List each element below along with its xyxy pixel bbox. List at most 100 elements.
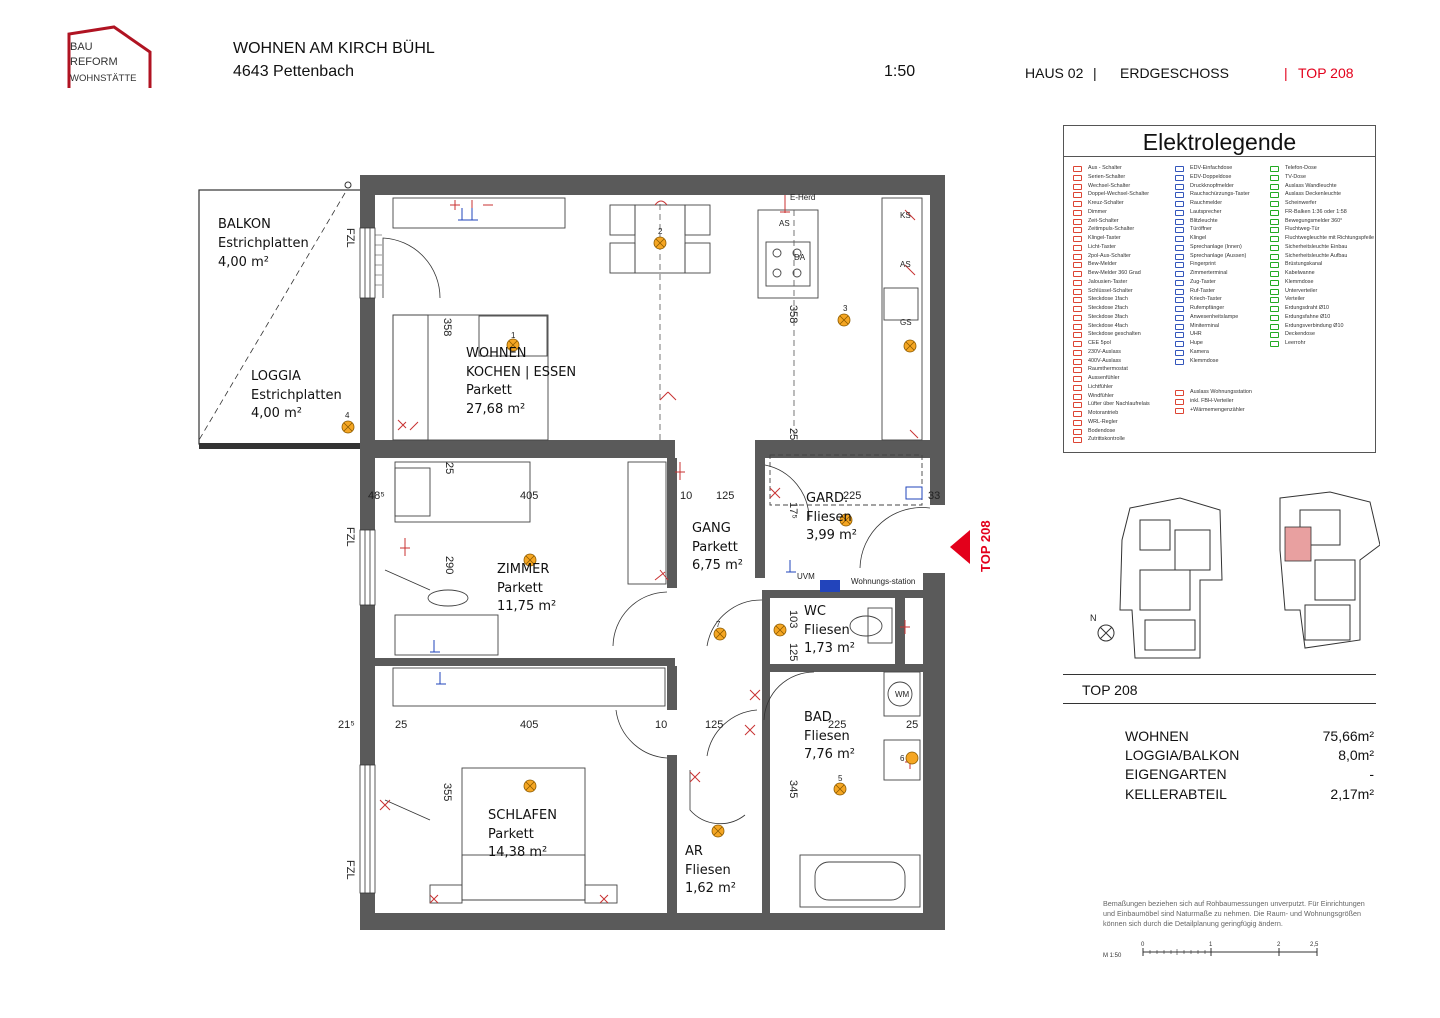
legend-item: Erdungsdraht Ø10 — [1267, 304, 1374, 313]
legend-item: Rauchschürzungs-Taster — [1172, 190, 1250, 199]
loggia-area: 4,00 m² — [251, 406, 302, 421]
legend-item: Klemmdose — [1172, 357, 1250, 366]
legend-item: Jalousien-Taster — [1070, 278, 1150, 287]
balkon-floor: Estrichplatten — [218, 236, 309, 251]
company-logo: BAU REFORM WOHNSTÄTTE — [67, 25, 152, 88]
legend-item: Steckdose 1fach — [1070, 295, 1150, 304]
legend-item: +Wärmemengenzähler — [1172, 406, 1252, 415]
wc-floor: Fliesen — [804, 623, 850, 638]
dim: 358 — [441, 318, 453, 336]
legend-item: Wechsel-Schalter — [1070, 182, 1150, 191]
legend-item: Aussenfühler — [1070, 374, 1150, 383]
legend-item: Bewegungsmelder 360° — [1267, 217, 1374, 226]
legend-item: Lüfter über Nachlaufrelais — [1070, 400, 1150, 409]
legend-item: Serien-Schalter — [1070, 173, 1150, 182]
as-label: AS — [900, 260, 911, 269]
dim: 345 — [787, 780, 799, 798]
summary-rule-top — [1063, 674, 1376, 675]
zimmer-floor: Parkett — [497, 581, 543, 596]
ar-floor: Fliesen — [685, 863, 731, 878]
circuit-number: 4 — [345, 411, 350, 420]
svg-text:WOHNSTÄTTE: WOHNSTÄTTE — [70, 73, 137, 84]
circuit-number: 6 — [900, 754, 905, 763]
legend-item: inkl. FBH-Verteiler — [1172, 397, 1252, 406]
gard-floor: Fliesen — [806, 510, 852, 525]
wohnen-name2: KOCHEN | ESSEN — [466, 365, 576, 380]
legend-title: Elektrolegende — [1142, 129, 1297, 155]
dim: 103 — [787, 610, 799, 628]
scale-tick: 2 — [1277, 942, 1281, 948]
as-label: AS — [779, 219, 790, 228]
svg-text:BAU: BAU — [70, 41, 93, 53]
dim: 405 — [520, 490, 538, 502]
loggia-name: LOGGIA — [251, 369, 301, 384]
legend-item: Steckdose 3fach — [1070, 313, 1150, 322]
summary-value: - — [1369, 766, 1374, 782]
svg-text:REFORM: REFORM — [70, 56, 118, 68]
wohnen-area: 27,68 m² — [466, 402, 525, 417]
wohnen-name: WOHNEN — [466, 346, 527, 361]
da-label: DA — [794, 253, 806, 262]
bad-area: 7,76 m² — [804, 747, 855, 762]
dim: 21⁵ — [338, 719, 355, 731]
dim: 48⁵ — [368, 490, 385, 502]
dim: 125 — [787, 643, 799, 661]
dim: 17⁵ — [787, 502, 799, 519]
gang-floor: Parkett — [692, 540, 738, 555]
legend-item: Zutrittskontrolle — [1070, 435, 1150, 444]
zimmer-area: 11,75 m² — [497, 599, 556, 614]
legend-item: Miniterminal — [1172, 322, 1250, 331]
balkon-area: 4,00 m² — [218, 255, 269, 270]
bad-floor: Fliesen — [804, 729, 850, 744]
legend-item: Brüstungskanal — [1267, 260, 1374, 269]
legend-item: Leerrohr — [1267, 339, 1374, 348]
gard-name: GARD. — [806, 491, 848, 506]
legend-item: Kabelwanne — [1267, 269, 1374, 278]
dim: 25 — [395, 719, 407, 731]
eherd-label: E-Herd — [790, 193, 815, 202]
unit-separator: | — [1284, 65, 1288, 81]
summary-label: KELLERABTEIL — [1125, 786, 1227, 802]
legend-item: Telefon-Dose — [1267, 164, 1374, 173]
ar-area: 1,62 m² — [685, 881, 736, 896]
project-title: WOHNEN AM KIRCH BÜHL — [233, 40, 435, 57]
gs-label: GS — [900, 318, 912, 327]
legend-item: Lichtfühler — [1070, 383, 1150, 392]
schlafen-area: 14,38 m² — [488, 845, 547, 860]
legend-item: Fingerprint — [1172, 260, 1250, 269]
legend-item: Anwesenheitslampe — [1172, 313, 1250, 322]
legend-item: Steckdose geschalten — [1070, 330, 1150, 339]
legend-item: Fluchtweg-Tür — [1267, 225, 1374, 234]
furniture — [392, 197, 923, 908]
legend-item: Klemmdose — [1267, 278, 1374, 287]
dim: 10 — [655, 719, 667, 731]
dimension-labels: 358 358 25 25 405 405 10 10 125 125 225 … — [338, 305, 940, 801]
summary-row: WOHNEN 75,66m² — [1125, 728, 1374, 744]
legend-item: Türöffner — [1172, 225, 1250, 234]
schlafen-floor: Parkett — [488, 827, 534, 842]
dim: 10 — [680, 490, 692, 502]
scale-bar: 0 1 2 2,5 M 1:50 — [1103, 942, 1319, 959]
legend-item: Deckendose — [1267, 330, 1374, 339]
schlafen-name: SCHLAFEN — [488, 808, 557, 823]
dim: 358 — [787, 305, 799, 323]
legend-item: Fluchtwegleuchte mit Richtungspfeile — [1267, 234, 1374, 243]
scale-tick: 1 — [1209, 942, 1213, 948]
legend-item: Ruf-Taster — [1172, 287, 1250, 296]
gang-area: 6,75 m² — [692, 558, 743, 573]
legend-item: Rauchmelder — [1172, 199, 1250, 208]
dim: 33 — [928, 490, 940, 502]
circuit-number: 5 — [838, 774, 843, 783]
legend-item: Bew-Melder 360 Grad — [1070, 269, 1150, 278]
legend-item: TV-Dose — [1267, 173, 1374, 182]
legend-item: Kriech-Taster — [1172, 295, 1250, 304]
legend-item: Zug-Taster — [1172, 278, 1250, 287]
legend-item: Klingel-Taster — [1070, 234, 1150, 243]
legend-item: Licht-Taster — [1070, 243, 1150, 252]
legend-item: Kreuz-Schalter — [1070, 199, 1150, 208]
legend-item: Sicherheitsleuchte Aufbau — [1267, 252, 1374, 261]
